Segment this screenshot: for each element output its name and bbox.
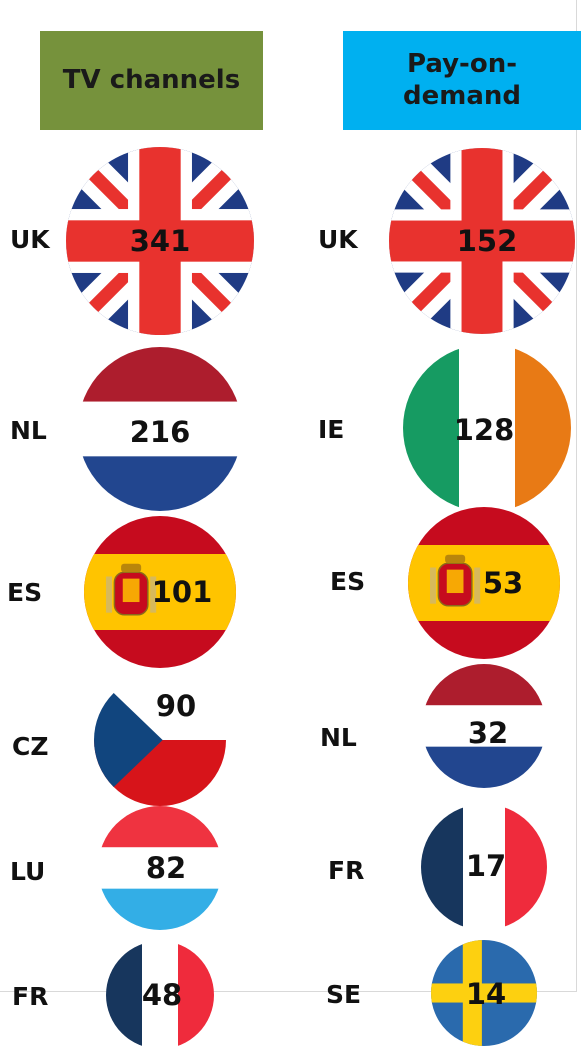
- tv-value-label: 101: [151, 575, 213, 609]
- tv-flag-fr: [106, 941, 214, 1049]
- pod-flag-se: [431, 940, 537, 1046]
- pod-flag-fr: [421, 804, 547, 930]
- tv-country-label: NL: [10, 416, 47, 445]
- header-pod-line1: Pay-on-: [406, 49, 517, 80]
- pod-value-label: 32: [467, 716, 509, 750]
- pod-value-label: 152: [456, 224, 518, 258]
- pod-flag-es: [408, 507, 560, 659]
- pod-flag-nl: [422, 664, 546, 788]
- tv-value-label: 216: [129, 415, 191, 449]
- tv-value-label: 90: [155, 689, 197, 723]
- header-pod-line2: demand: [402, 80, 521, 111]
- pod-value-label: 14: [465, 977, 507, 1011]
- tv-value-label: 82: [145, 851, 187, 885]
- pod-country-label: SE: [326, 980, 362, 1009]
- tv-country-label: CZ: [12, 732, 49, 761]
- pod-country-label: NL: [320, 723, 357, 752]
- tv-country-label: FR: [12, 982, 49, 1011]
- tv-flag-es: [84, 516, 236, 668]
- tv-country-label: ES: [7, 578, 43, 607]
- header-pod-label: Pay-on- demand: [403, 49, 521, 111]
- tv-value-label: 341: [129, 224, 191, 258]
- pod-value-label: 53: [482, 566, 524, 600]
- header-pay-on-demand: Pay-on- demand: [343, 31, 581, 130]
- tv-flag-cz: [94, 674, 226, 806]
- header-tv-label: TV channels: [62, 64, 241, 95]
- pod-country-label: ES: [330, 567, 366, 596]
- pod-country-label: UK: [318, 225, 358, 254]
- header-tv-channels: TV channels: [40, 31, 263, 130]
- pod-flag-ie: [403, 344, 571, 512]
- tv-flag-lu: [98, 806, 222, 930]
- pod-value-label: 128: [453, 413, 515, 447]
- tv-country-label: LU: [10, 857, 46, 886]
- tv-value-label: 48: [141, 978, 183, 1012]
- tv-country-label: UK: [10, 225, 50, 254]
- pod-value-label: 17: [465, 849, 507, 883]
- pod-country-label: IE: [318, 415, 345, 444]
- chart-frame: [0, 0, 577, 992]
- pod-country-label: FR: [328, 856, 365, 885]
- tv-flag-uk: [66, 147, 254, 335]
- tv-flag-nl: [78, 347, 242, 511]
- pod-flag-uk: [389, 148, 575, 334]
